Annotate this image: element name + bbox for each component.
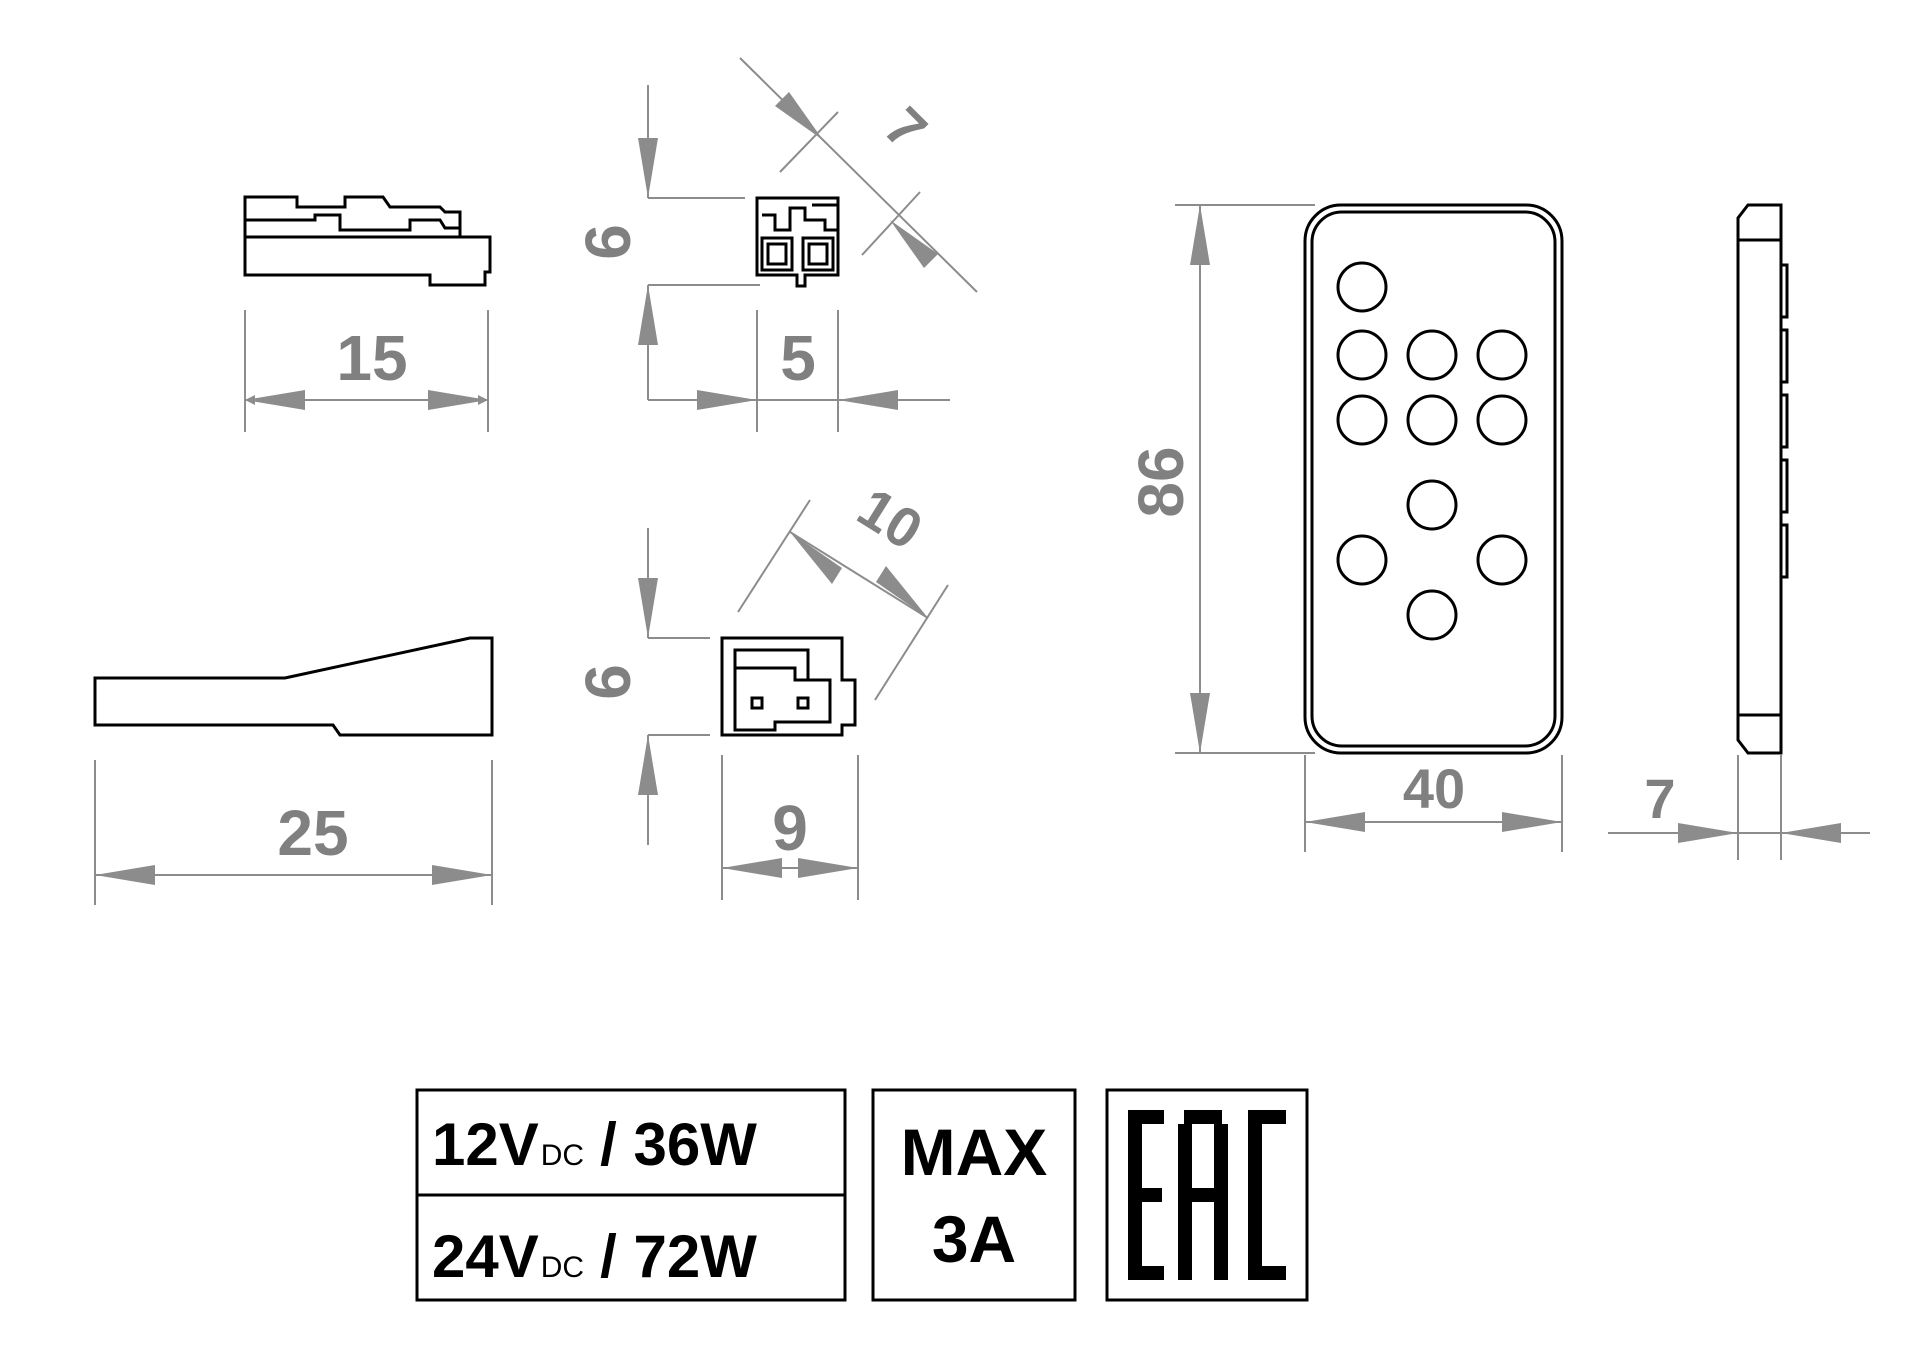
remote-button (1336, 534, 1388, 586)
remote-button (1476, 534, 1528, 586)
connector-a-height-label: 6 (572, 224, 644, 260)
remote-height-label: 86 (1125, 446, 1197, 517)
connector-a-front-view (755, 196, 840, 288)
remote-side-view (1736, 203, 1789, 755)
connector-b-side-view (93, 636, 494, 737)
remote-button (1476, 329, 1528, 381)
remote-button (1406, 479, 1458, 531)
max-label: MAX (901, 1115, 1048, 1189)
connector-a-height-dimension (638, 85, 760, 400)
remote-button (1406, 394, 1458, 446)
remote-depth-label: 7 (1644, 767, 1675, 830)
connector-b-height-dimension (638, 528, 710, 845)
remote-button (1476, 394, 1528, 446)
connector-a-width-label: 5 (780, 322, 816, 394)
remote-button (1406, 329, 1458, 381)
connector-a-width-dimension (648, 310, 950, 432)
connector-b-diagonal-label: 10 (847, 475, 933, 561)
connector-a-side-view (243, 195, 492, 287)
remote-width-dimension (1304, 755, 1563, 852)
max-current-value: 3A (932, 1202, 1016, 1276)
connector-a-length-dimension (244, 310, 489, 432)
connector-b-width-label: 9 (772, 792, 808, 864)
power-spec-row-2: 24VDC/ 72W (432, 1223, 757, 1290)
remote-height-dimension (1175, 204, 1315, 754)
remote-depth-dimension (1608, 755, 1870, 860)
connector-b-length-label: 25 (277, 797, 348, 869)
connector-b-diagonal-dimension (737, 499, 949, 701)
power-spec-row-1: 12VDC/ 36W (432, 1111, 757, 1178)
connector-a-diagonal-dimension (739, 57, 978, 293)
remote-button (1406, 589, 1458, 641)
remote-button (1336, 394, 1388, 446)
connector-b-width-dimension (721, 755, 859, 900)
power-spec-table: 12VDC/ 36W 24VDC/ 72W (415, 1088, 847, 1302)
eac-mark-box (1105, 1088, 1309, 1302)
remote-button (1336, 261, 1388, 313)
connector-a-length-label: 15 (336, 322, 407, 394)
remote-button (1336, 329, 1388, 381)
connector-a-diagonal-label: 7 (872, 95, 939, 162)
connector-b-length-dimension (94, 760, 493, 905)
max-current-box: MAX 3A (871, 1088, 1077, 1302)
connector-b-front-view (720, 636, 857, 737)
eac-mark-logo (1128, 1110, 1286, 1280)
connector-b-height-label: 6 (572, 664, 644, 700)
remote-front-view (1303, 203, 1564, 755)
remote-width-label: 40 (1403, 757, 1465, 820)
